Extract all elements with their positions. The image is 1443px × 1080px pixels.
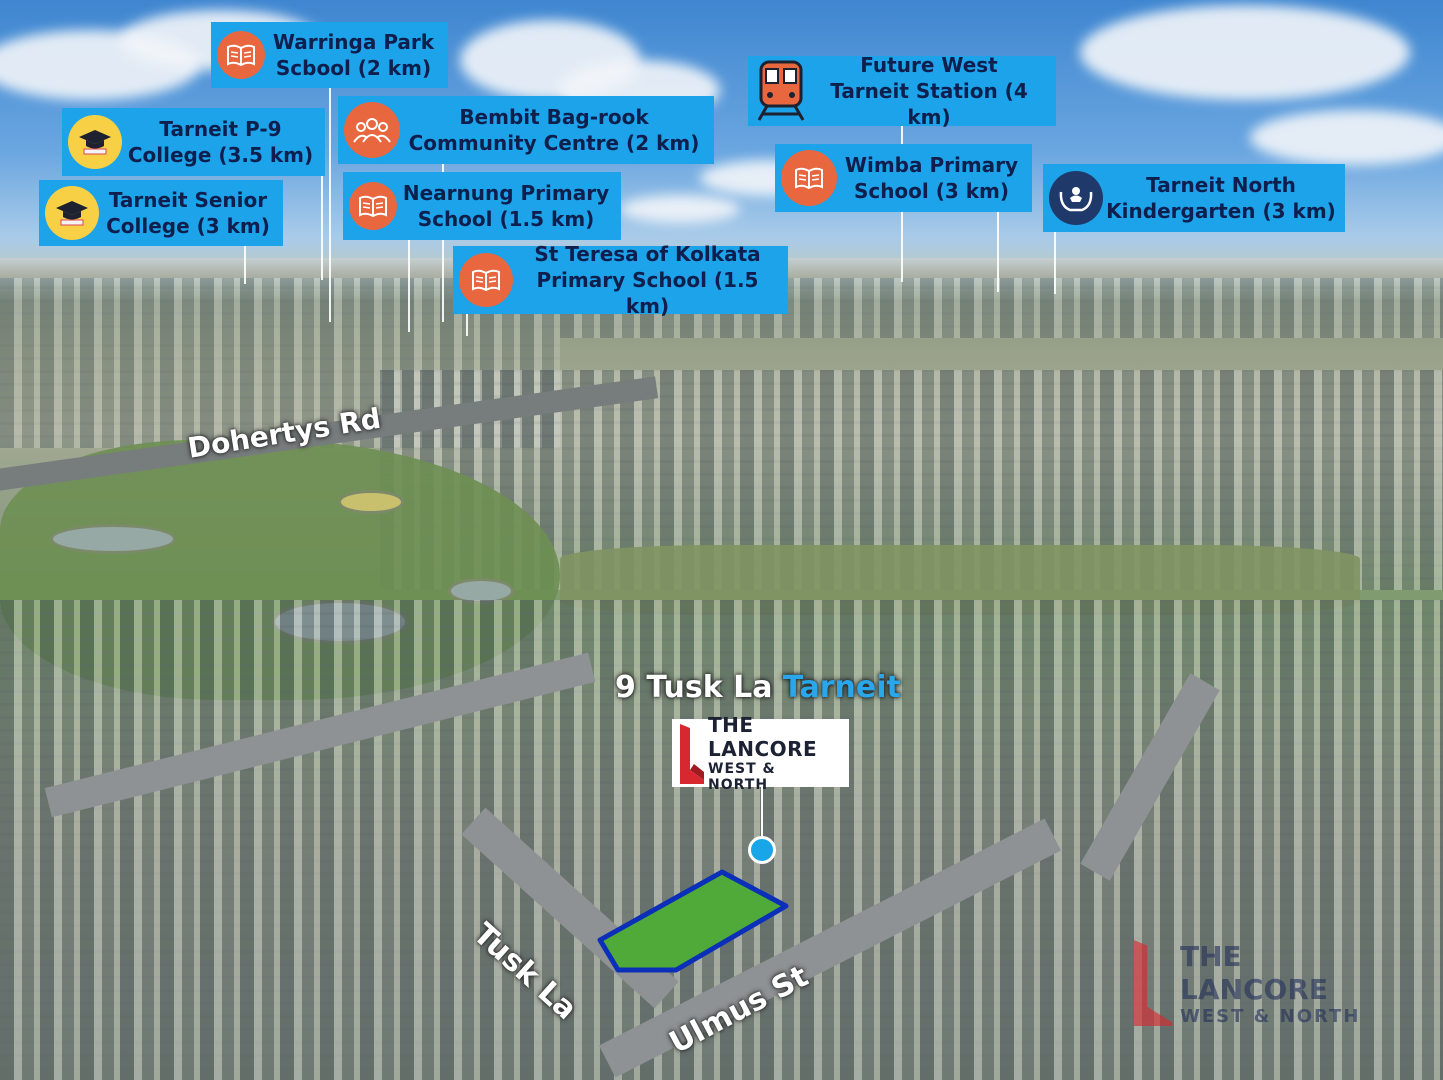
brand-subtitle: WEST & NORTH [708, 761, 776, 793]
baby-hands-icon [1049, 171, 1103, 225]
poi-label-text: Nearnung Primary School (1.5 km) [402, 181, 610, 231]
poi-label-text: Future West Tarneit Station (4 km) [830, 53, 1028, 129]
book-icon [459, 253, 513, 307]
lancore-logo-icon [1133, 939, 1173, 1027]
brand-logo-box: THE LANCORE WEST & NORTH [672, 713, 849, 793]
pin-stem [761, 786, 763, 836]
poi-label-text: Tarneit North Kindergarten (3 km) [1106, 173, 1336, 223]
pond [50, 524, 176, 554]
watermark-subtitle: WEST & NORTH [1180, 1005, 1361, 1027]
address-street: 9 Tusk La [615, 670, 773, 705]
train-icon [754, 60, 808, 122]
leader-line [408, 240, 410, 332]
poi-label-text: Warringa Park Scbool (2 km) [272, 30, 435, 80]
brand-watermark: THE LANCORE WEST & NORTH [1130, 938, 1390, 1028]
cloud [1080, 5, 1410, 100]
pond [448, 578, 514, 604]
poi-label-text: Bembit Bag-rook Community Centre (2 km) [408, 105, 700, 155]
parkland [0, 440, 560, 700]
book-icon [217, 31, 265, 79]
leader-line [997, 212, 999, 292]
leader-line [329, 86, 331, 322]
poi-label-wimba[interactable]: Wimba Primary School (3 km) [775, 144, 1032, 212]
parkland [560, 545, 1360, 615]
cloud [1250, 110, 1443, 165]
poi-label-text: Tarneit Senior College (3 km) [106, 188, 270, 238]
poi-label-text: Wimba Primary School (3 km) [844, 153, 1019, 203]
poi-label-tarneit-p9[interactable]: Tarneit P-9 College (3.5 km) [62, 108, 325, 176]
leader-line [321, 168, 323, 280]
location-pin-icon[interactable] [748, 836, 776, 864]
pond [272, 600, 408, 644]
address-suburb: Tarneit [782, 670, 901, 705]
leader-line [244, 246, 246, 284]
poi-label-text: St Teresa of Kolkata Primary School (1.5… [534, 242, 761, 318]
poi-label-warringa[interactable]: Warringa Park Scbool (2 km) [211, 22, 448, 88]
poi-label-nearnung[interactable]: Nearnung Primary School (1.5 km) [343, 172, 621, 240]
leader-line [466, 312, 468, 336]
leader-line [442, 164, 444, 322]
graduation-cap-icon [68, 115, 122, 169]
poi-label-tarneit-senior[interactable]: Tarneit Senior College (3 km) [39, 180, 283, 246]
graduation-cap-icon [45, 186, 99, 240]
poi-label-st-teresa[interactable]: St Teresa of Kolkata Primary School (1.5… [453, 242, 788, 318]
pond [338, 490, 404, 514]
property-address: 9 Tusk La Tarneit [615, 670, 901, 705]
highlighted-lot [597, 869, 789, 973]
book-icon [349, 182, 397, 230]
watermark-title: THE LANCORE [1180, 939, 1328, 1006]
lancore-logo-icon [680, 724, 704, 784]
leader-line [1054, 232, 1056, 294]
poi-label-bembit[interactable]: Bembit Bag-rook Community Centre (2 km) [338, 96, 714, 164]
brand-title: THE LANCORE [708, 713, 818, 761]
cloud [620, 195, 740, 223]
poi-label-tarneit-north[interactable]: Tarneit North Kindergarten (3 km) [1043, 164, 1345, 232]
poi-label-future-west[interactable]: Future West Tarneit Station (4 km) [748, 53, 1056, 129]
poi-label-text: Tarneit P-9 College (3.5 km) [127, 117, 314, 167]
book-icon [781, 150, 837, 206]
people-icon [344, 102, 400, 158]
